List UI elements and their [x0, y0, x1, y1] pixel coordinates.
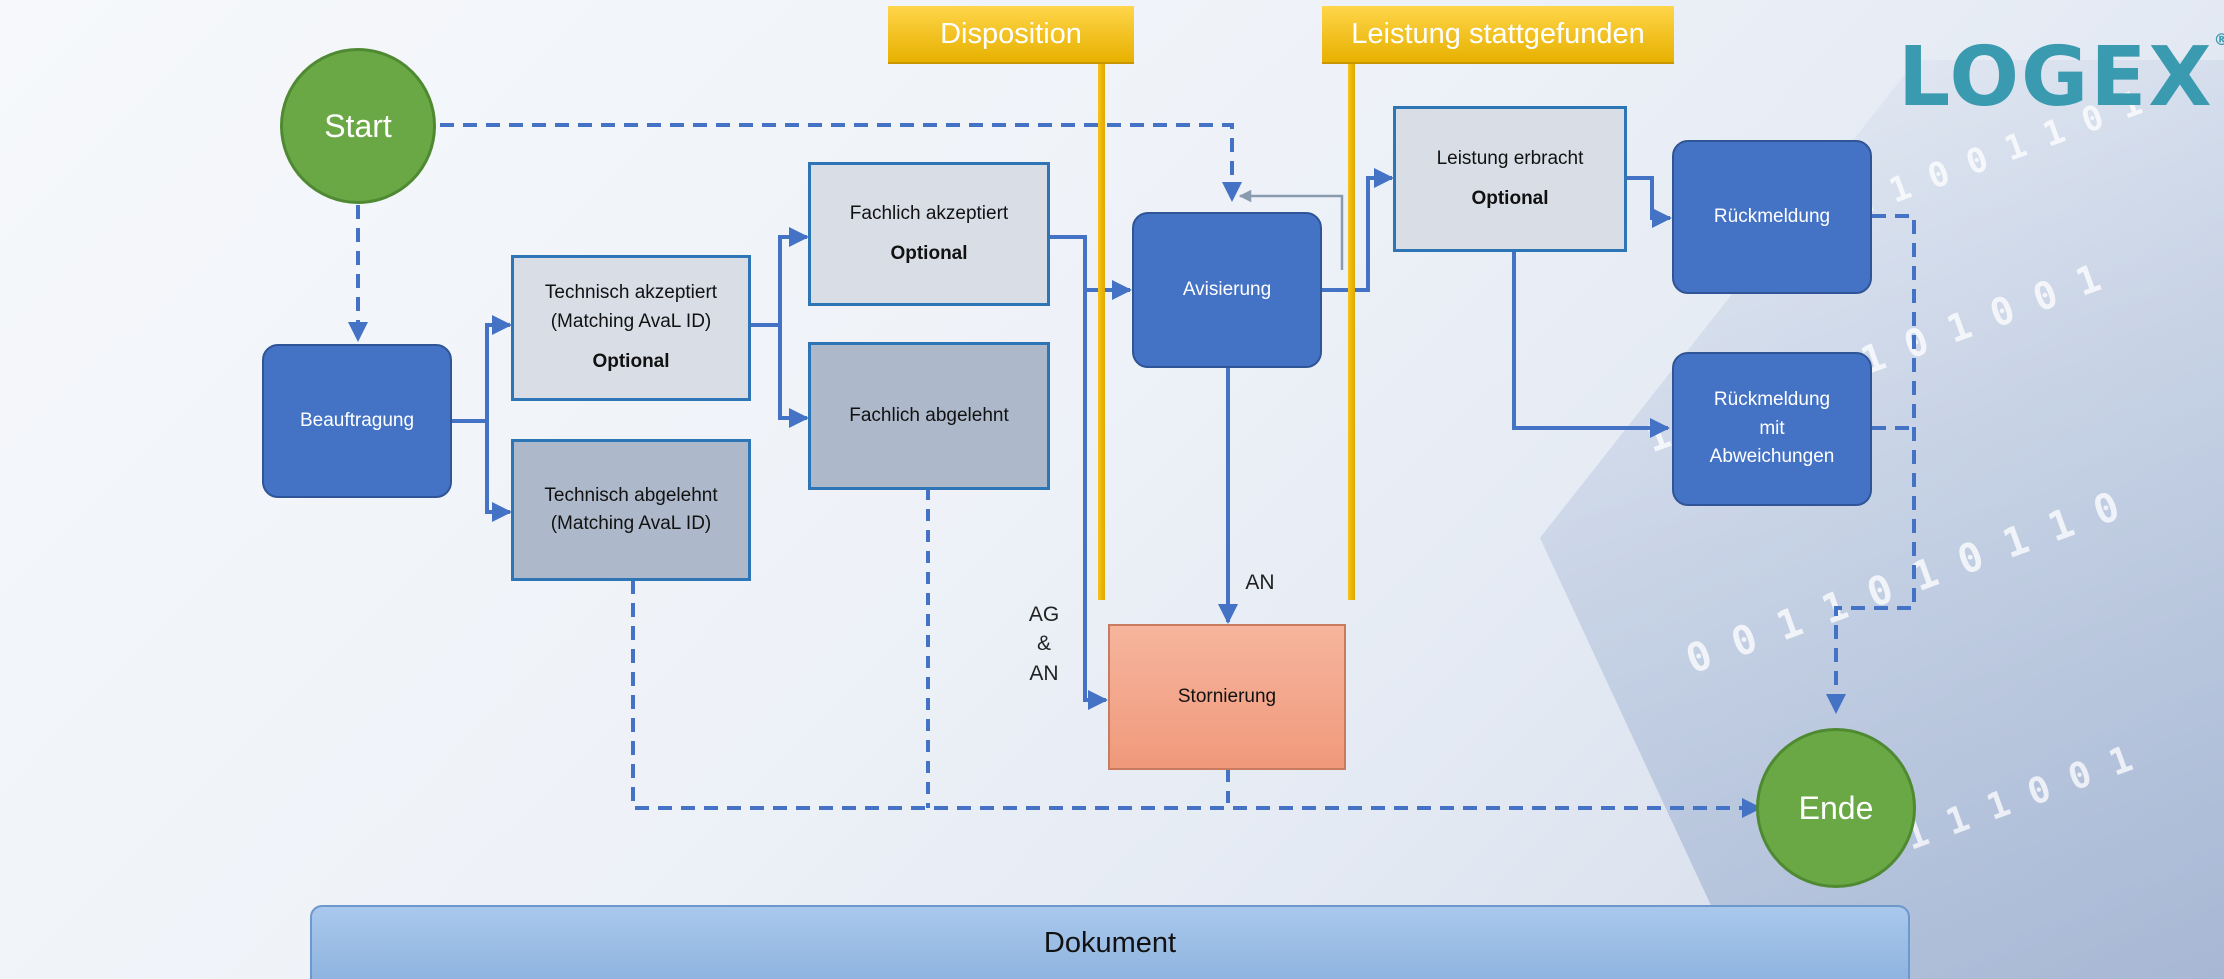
edge-rueckmeldung-ende [1826, 214, 1916, 714]
edge-tech-fach-abgelehnt [778, 325, 809, 428]
edge-beauftragung-tech [452, 315, 512, 423]
edge-beauftragung-tech-abgelehnt [485, 421, 512, 522]
dokument-bar[interactable]: Dokument [310, 905, 1910, 979]
disposition-pole [1098, 60, 1105, 600]
logex-logo: LOGEX® [1898, 30, 2224, 125]
edge-avisierung-loop [1238, 189, 1344, 270]
edge-fach-storno [1083, 290, 1108, 710]
edge-label-ag-an: AG & AN [1028, 603, 1060, 685]
rueckmeldung-abweichungen-node[interactable]: Rückmeldung mit Abweichungen [1672, 352, 1872, 506]
avisierung-node[interactable]: Avisierung [1132, 212, 1322, 368]
edge-start-avisierung [440, 123, 1242, 202]
edge-label-an: AN [1245, 571, 1275, 594]
fachlich-abgelehnt-node[interactable]: Fachlich abgelehnt [808, 342, 1050, 490]
edge-leistung-abweichung [1504, 232, 1670, 438]
technisch-abgelehnt-node[interactable]: Technisch abgelehnt (Matching AvaL ID) [511, 439, 751, 581]
ende-node[interactable]: Ende [1756, 728, 1916, 888]
edge-fach-avisierung [1050, 235, 1132, 300]
stornierung-node[interactable]: Stornierung [1108, 624, 1346, 770]
disposition-banner: Disposition [888, 6, 1134, 64]
beauftragung-node[interactable]: Beauftragung [262, 344, 452, 498]
leistung-banner: Leistung stattgefunden [1322, 6, 1674, 64]
edge-avisierung-leistung [1322, 168, 1394, 292]
leistung-erbracht-node[interactable]: Leistung erbracht Optional [1393, 106, 1627, 252]
technisch-akzeptiert-node[interactable]: Technisch akzeptiert (Matching AvaL ID) … [511, 255, 751, 401]
start-node[interactable]: Start [280, 48, 436, 204]
fachlich-akzeptiert-node[interactable]: Fachlich akzeptiert Optional [808, 162, 1050, 306]
edge-tech-abgelehnt-ende [631, 580, 1762, 818]
rueckmeldung-node[interactable]: Rückmeldung [1672, 140, 1872, 294]
edge-tech-fach [751, 227, 809, 327]
edge-leistung-rueckmeldung [1627, 176, 1672, 228]
leistung-pole [1348, 60, 1355, 600]
